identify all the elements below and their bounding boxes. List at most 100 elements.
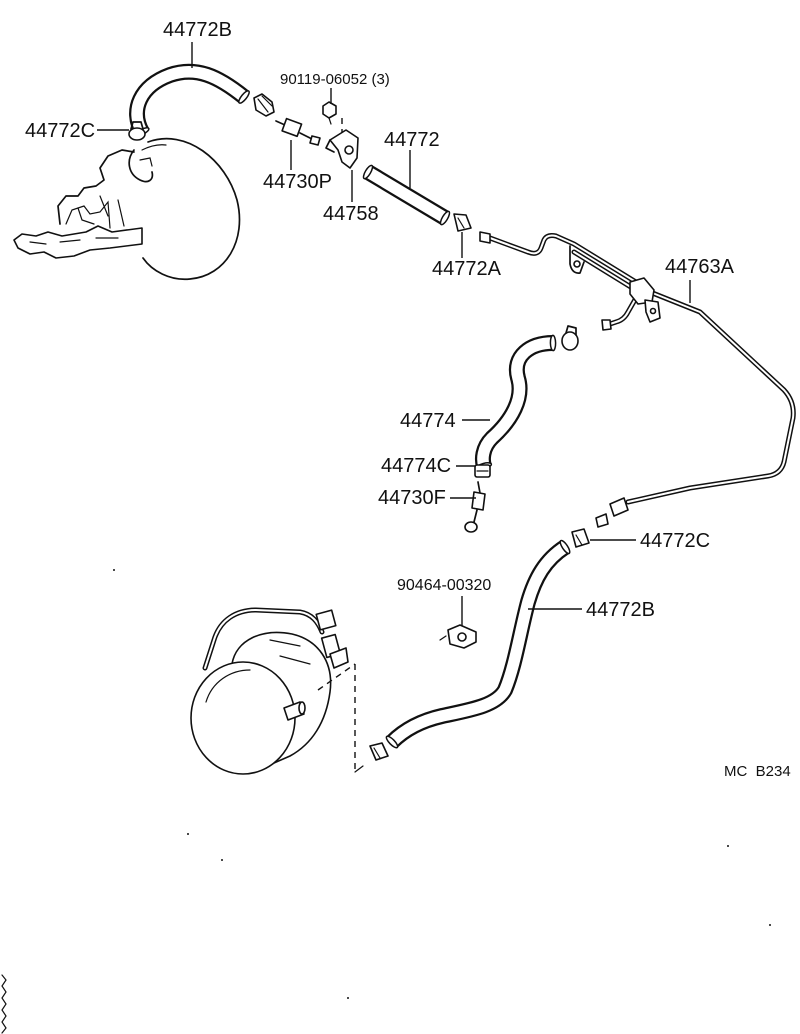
- valve-nut: [464, 521, 478, 533]
- pipe-long-run-bore: [627, 291, 795, 503]
- vacuum-pipe-44763a: [479, 231, 796, 528]
- bolt-shaft: [328, 117, 332, 125]
- label-clamp-lower-right: 44772C: [640, 530, 710, 552]
- hose-interior: [387, 542, 569, 747]
- valve-inlet-nipple: [275, 120, 286, 126]
- pipe-end-fitting: [609, 497, 629, 517]
- scan-speck: [221, 859, 223, 861]
- label-check-valve-lower: 44730F: [378, 487, 446, 509]
- bolt-head: [322, 101, 337, 119]
- clip-tab: [439, 635, 447, 641]
- label-check-valve-upper: 44730P: [263, 171, 332, 193]
- hose-44772: [362, 164, 451, 226]
- pipe-branch-fitting: [601, 319, 612, 331]
- valve-body: [281, 117, 303, 138]
- clamp-ring: [561, 331, 579, 351]
- label-clamp-upper-left: 44772C: [25, 120, 95, 142]
- booster-shell-rim: [141, 144, 167, 151]
- brake-booster: [128, 137, 241, 281]
- hose-end-cap: [238, 90, 250, 104]
- scan-speck: [769, 924, 771, 926]
- label-hose-lower: 44772B: [586, 599, 655, 621]
- pipe-parallel-run-bore: [573, 251, 635, 290]
- pump-top-block: [315, 609, 337, 631]
- pipe-upper-run-bore: [489, 234, 637, 283]
- label-clamp-s-bend: 44774C: [381, 455, 451, 477]
- vacuum-pump: [190, 607, 349, 775]
- label-clamp-straight-hose: 44772A: [432, 258, 502, 280]
- booster-port-hose: [128, 149, 154, 183]
- valve-stem: [473, 509, 478, 523]
- pipe-hanger-clamp: [569, 245, 585, 274]
- bolt-90119: [322, 101, 337, 125]
- clamp-44774-upper: [561, 325, 579, 351]
- bracket-tab: [325, 139, 335, 153]
- bracket-plate: [329, 129, 359, 169]
- clamp-band: [575, 534, 583, 546]
- label-hose-upper: 44772B: [163, 19, 232, 41]
- clamp-44774c: [474, 464, 491, 478]
- pump-connection-tick: [354, 765, 364, 773]
- hose-interior: [365, 167, 448, 223]
- figure-code: MC B234: [724, 763, 791, 780]
- reservoir-detail-2: [77, 195, 125, 227]
- scan-speck: [347, 997, 349, 999]
- valve-outlet-tip: [309, 135, 321, 146]
- clamp-band: [373, 747, 381, 759]
- master-cylinder-body: [13, 225, 143, 259]
- pump-front-face: [190, 661, 296, 775]
- pipe-branch-bore: [609, 297, 637, 325]
- clamp-44772c-upper: [128, 121, 146, 141]
- reservoir-detail: [65, 200, 111, 229]
- hose-44772b-upper: [129, 63, 250, 137]
- scan-speck: [113, 569, 115, 571]
- check-valve-44730p: [275, 117, 321, 146]
- hose-end-cap: [385, 735, 399, 749]
- check-valve-44730f: [464, 481, 486, 533]
- hose-44774: [475, 334, 557, 470]
- label-bracket: 44758: [323, 203, 379, 225]
- pipe-end-nipple: [595, 513, 609, 528]
- label-hose-straight: 44772: [384, 129, 440, 151]
- pump-face-inner-arc: [205, 669, 251, 703]
- label-hose-s-bend: 44774: [400, 410, 456, 432]
- pump-outlet-tip: [298, 701, 306, 715]
- label-bolt: 90119-06052 (3): [280, 71, 390, 88]
- clip-hole: [457, 632, 467, 642]
- clamp-ring: [128, 127, 146, 141]
- hose-44772b-lower: [385, 539, 571, 749]
- pump-housing-detail: [269, 639, 311, 665]
- pump-top-tube-bore: [204, 609, 323, 669]
- master-cylinder-reservoir: [57, 149, 135, 225]
- clamp-body: [571, 528, 590, 548]
- booster-port-stub: [139, 157, 153, 167]
- booster-shell-outline: [142, 137, 241, 281]
- clamp-tab: [565, 325, 577, 336]
- hose-interior: [131, 66, 248, 135]
- clamp-pump-end: [369, 742, 389, 761]
- clamp-44772a: [453, 213, 472, 232]
- label-vacuum-pipe: 44763A: [665, 256, 735, 278]
- clip-90464-00320: [439, 624, 477, 649]
- pump-connection-dashed-line: [317, 663, 356, 691]
- hose-end-cap: [439, 210, 451, 226]
- bracket-hole: [344, 145, 354, 155]
- pipe-start-fitting: [479, 231, 491, 244]
- pipe-branch: [607, 295, 639, 327]
- clamp-band: [457, 217, 465, 229]
- pump-bracket: [329, 647, 349, 669]
- clamp-44772c-lower: [571, 528, 590, 548]
- scan-speck: [187, 833, 189, 835]
- bracket-44758: [325, 129, 359, 169]
- hose-end-cap: [362, 164, 374, 180]
- clamp-body: [453, 213, 472, 232]
- pipe-bracket-hole: [649, 307, 657, 315]
- master-cylinder: [13, 149, 143, 259]
- cylinder-detail: [29, 237, 119, 245]
- hose-end-cap: [549, 334, 557, 352]
- clamp-band: [257, 95, 273, 113]
- valve-body: [471, 491, 486, 511]
- leader-lines: [97, 42, 691, 626]
- label-clip: 90464-00320: [397, 577, 491, 594]
